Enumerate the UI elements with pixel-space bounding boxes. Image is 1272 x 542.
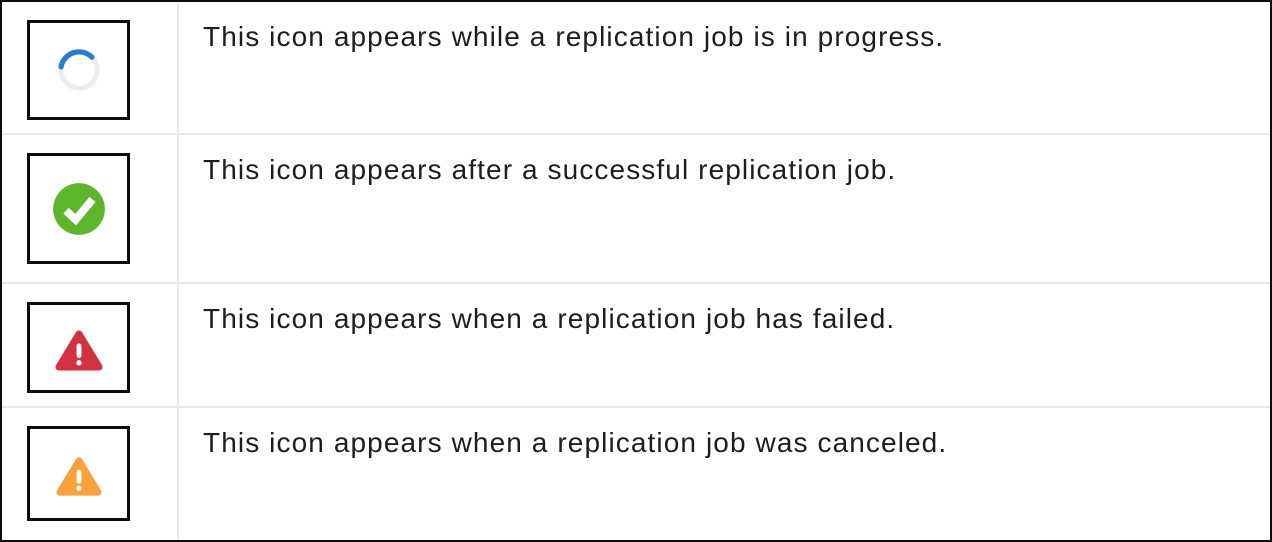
icon-box: [27, 302, 130, 393]
exclamation-dot: [75, 485, 82, 491]
icon-description: This icon appears when a replication job…: [203, 427, 948, 458]
icon-cell: [2, 284, 179, 406]
icon-box: [27, 426, 130, 521]
icon-box: [27, 153, 130, 264]
description-cell: This icon appears when a replication job…: [179, 408, 1270, 540]
icon-cell: [2, 135, 179, 282]
exclamation-dot: [75, 359, 82, 365]
table-row: This icon appears after a successful rep…: [2, 135, 1270, 284]
success-circle: [52, 182, 105, 235]
table-row: This icon appears while a replication jo…: [2, 2, 1270, 135]
canceled-warning-icon: [55, 456, 102, 496]
icon-description: This icon appears after a successful rep…: [203, 154, 897, 185]
in-progress-spinner-icon: [57, 49, 100, 91]
icon-description: This icon appears while a replication jo…: [203, 21, 945, 52]
icon-description: This icon appears when a replication job…: [203, 303, 896, 334]
failed-warning-icon: [55, 330, 102, 370]
icon-box: [27, 20, 130, 120]
icon-cell: [2, 408, 179, 540]
icon-cell: [2, 2, 179, 133]
table-row: This icon appears when a replication job…: [2, 284, 1270, 408]
description-cell: This icon appears when a replication job…: [179, 284, 1270, 406]
spinner-arc: [57, 49, 94, 70]
success-check-icon: [52, 182, 105, 235]
check-mark: [62, 196, 96, 225]
description-cell: This icon appears while a replication jo…: [179, 2, 1270, 133]
description-cell: This icon appears after a successful rep…: [179, 135, 1270, 282]
table-row: This icon appears when a replication job…: [2, 408, 1270, 540]
